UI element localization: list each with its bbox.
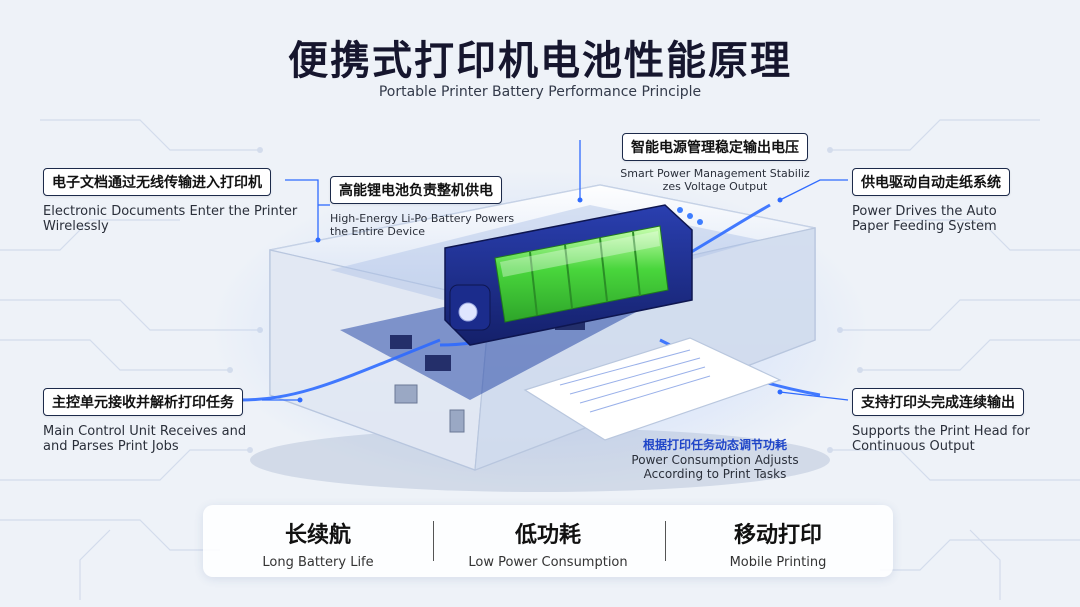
paper-output (523, 337, 782, 441)
feature-long-battery: 长续航 Long Battery Life (203, 517, 433, 570)
callout-smart-power-en: Smart Power Management Stabiliz zes Volt… (620, 167, 810, 193)
feature-low-power-en: Low Power Consumption (468, 555, 628, 570)
callout-paper-feed-en: Power Drives the Auto Paper Feeding Syst… (852, 204, 997, 234)
callout-wireless-cn: 电子文档通过无线传输进入打印机 (43, 168, 271, 196)
callout-consumption-en: Power Consumption Adjusts According to P… (631, 453, 799, 481)
callout-wireless-en: Electronic Documents Enter the Printer W… (43, 204, 298, 234)
callout-consumption: 根据打印任务动态调节功耗 Power Consumption Adjusts A… (620, 436, 810, 481)
feature-divider (665, 521, 666, 561)
callout-smart-power-cn: 智能电源管理稳定输出电压 (622, 133, 808, 161)
callout-main-control: 主控单元接收并解析打印任务 Main Control Unit Receives… (43, 388, 246, 454)
callout-paper-feed-cn: 供电驱动自动走纸系统 (852, 168, 1010, 196)
callout-print-head-en: Supports the Print Head for Continuous O… (852, 424, 1030, 454)
feature-low-power-cn: 低功耗 (514, 523, 581, 548)
callout-battery: 高能锂电池负责整机供电 High-Energy Li-Po Battery Po… (330, 176, 514, 238)
callout-smart-power: 智能电源管理稳定输出电压 Smart Power Management Stab… (610, 133, 820, 193)
callout-paper-feed: 供电驱动自动走纸系统 Power Drives the Auto Paper F… (852, 168, 1010, 234)
callout-battery-cn: 高能锂电池负责整机供电 (330, 176, 502, 204)
battery (444, 204, 693, 346)
callout-main-control-cn: 主控单元接收并解析打印任务 (43, 388, 243, 416)
feature-mobile-printing-en: Mobile Printing (729, 555, 827, 570)
feature-low-power: 低功耗 Low Power Consumption (433, 517, 663, 570)
page-subtitle: Portable Printer Battery Performance Pri… (378, 84, 702, 100)
leader-lines (262, 140, 849, 401)
page-title: 便携式打印机电池性能原理 (288, 38, 792, 84)
callout-main-control-en: Main Control Unit Receives and and Parse… (43, 424, 247, 454)
feature-long-battery-cn: 长续航 (284, 523, 351, 548)
callout-battery-en: High-Energy Li-Po Battery Powers the Ent… (330, 212, 515, 238)
feature-divider (433, 521, 434, 561)
feature-panel: 长续航 Long Battery Life 低功耗 Low Power Cons… (203, 505, 893, 577)
feature-long-battery-en: Long Battery Life (262, 555, 374, 570)
circuit-background (0, 119, 1080, 600)
callout-print-head-cn: 支持打印头完成连续输出 (852, 388, 1024, 416)
callout-wireless: 电子文档通过无线传输进入打印机 Electronic Documents Ent… (43, 168, 297, 234)
feature-mobile-printing-cn: 移动打印 (733, 523, 822, 548)
callout-print-head: 支持打印头完成连续输出 Supports the Print Head for … (852, 388, 1030, 454)
callout-consumption-cn: 根据打印任务动态调节功耗 (642, 438, 787, 452)
feature-mobile-printing: 移动打印 Mobile Printing (663, 517, 893, 570)
